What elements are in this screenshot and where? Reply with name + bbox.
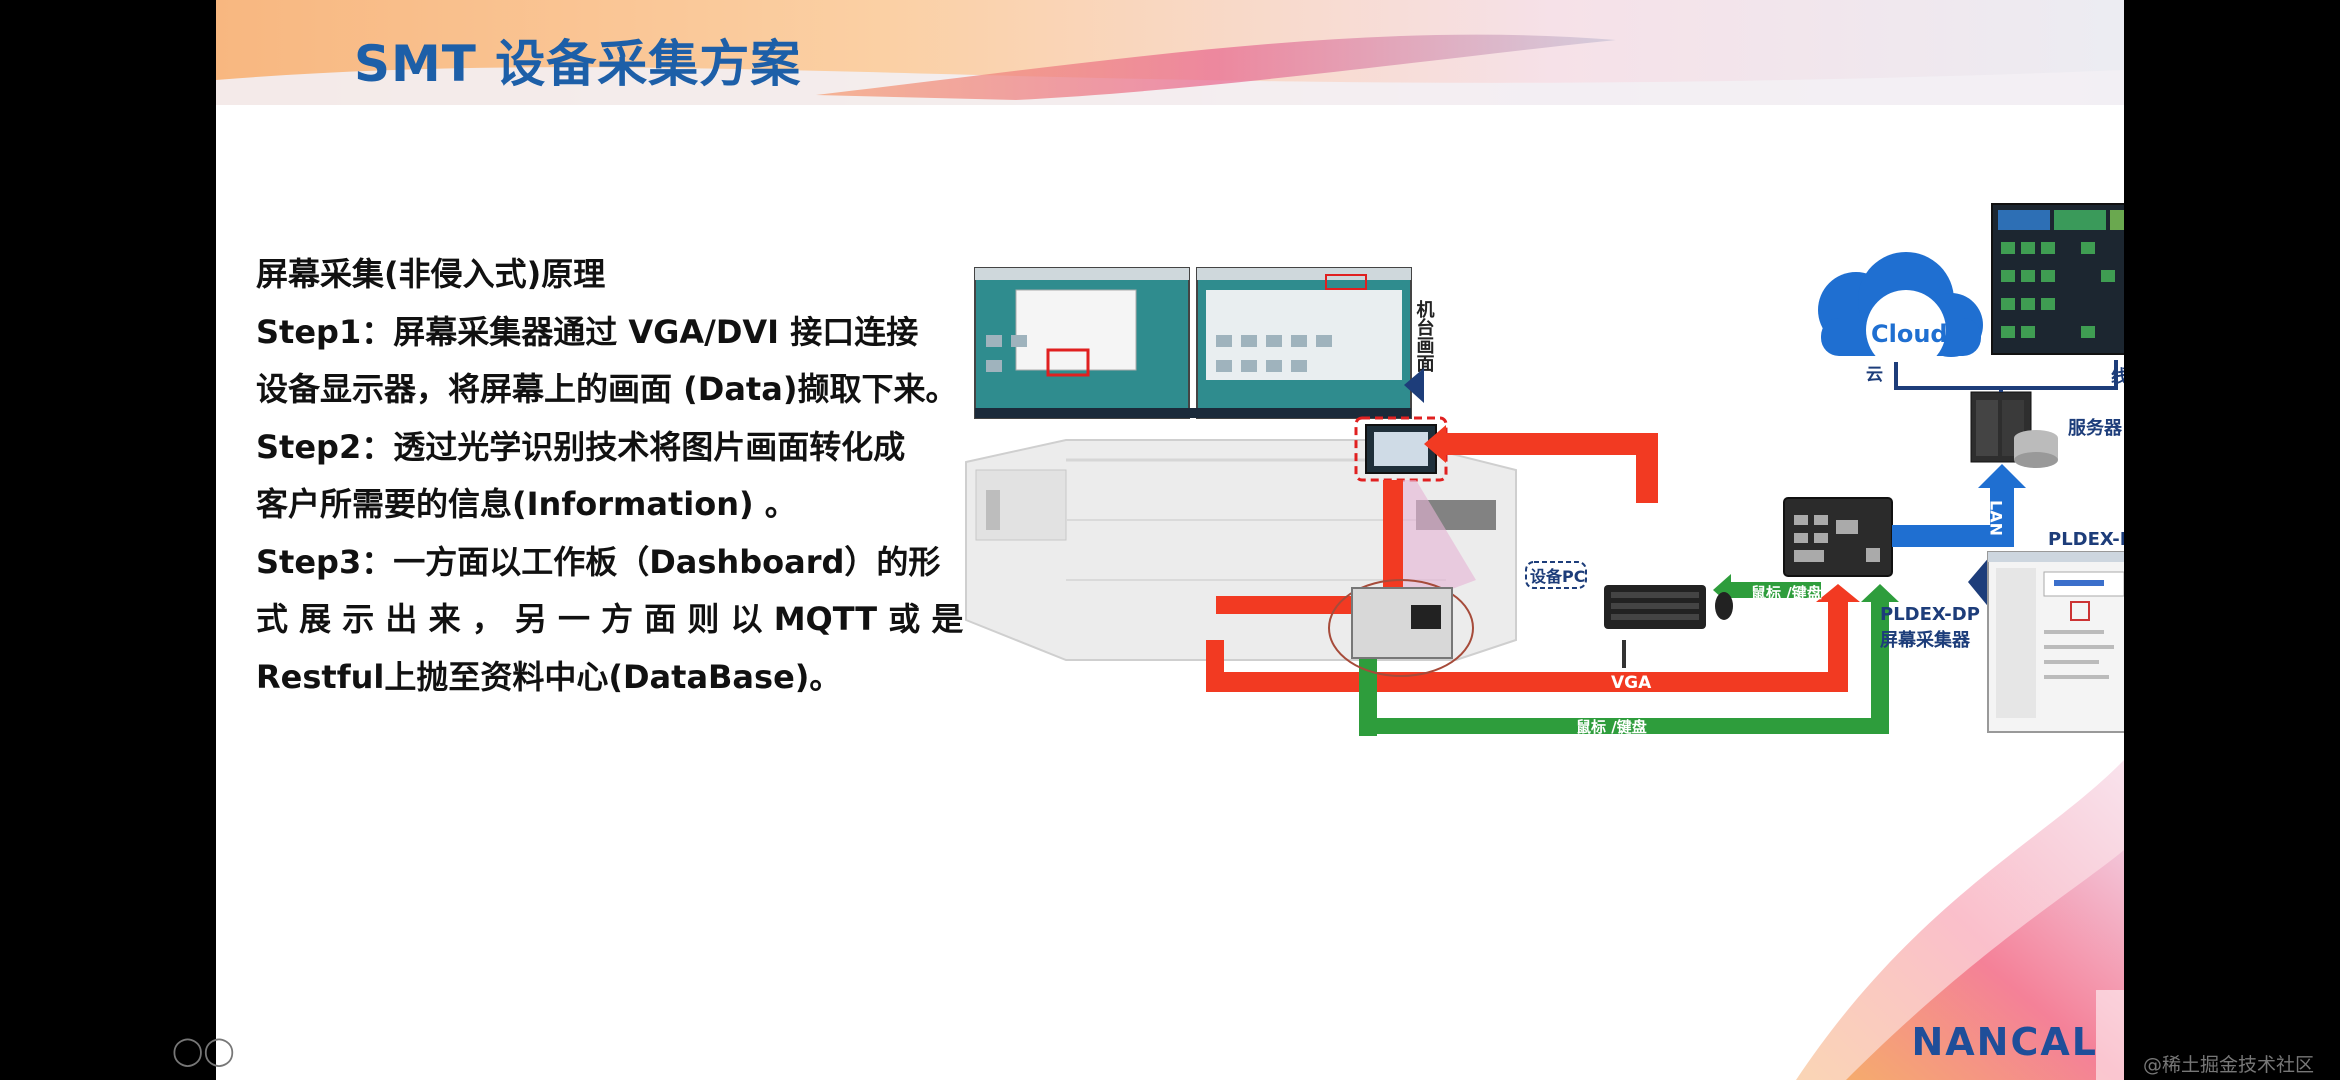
vga-bottom-label: VGA	[1611, 673, 1652, 693]
presentation-slide: SMT 设备采集方案 屏幕采集(非侵入式)原理 Step1：屏幕采集器通过 VG…	[216, 0, 2124, 1080]
watermark: @稀土掘金技术社区	[2142, 1054, 2314, 1076]
body-line: 设备显示器，将屏幕上的画面 (Data)撷取下来。	[256, 370, 958, 408]
lan-label: LAN	[1987, 500, 2006, 536]
cloud-label: Cloud	[1871, 320, 1948, 348]
header-ribbon	[216, 0, 2124, 105]
body-line: Step1：屏幕采集器通过 VGA/DVI 接口连接	[256, 312, 919, 351]
line-dashboard-image	[1991, 203, 2124, 355]
body-line: 式 展 示 出 来 ， 另 一 方 面 则 以 MQTT 或 是	[256, 600, 964, 638]
people-outline-icon[interactable]: ◯◯	[172, 1034, 235, 1067]
cloud-image	[1818, 252, 1983, 370]
dashboard-label: 线边管理看板	[2111, 366, 2124, 387]
lan-connection	[1892, 464, 2026, 547]
machine-screen-label: 机台画面	[1414, 300, 1435, 373]
software-label: PLDEX-DP软件画面	[2048, 528, 2124, 550]
body-line: Step3：一方面以工作板（Dashboard）的形	[256, 542, 941, 581]
body-line: 客户所需要的信息(Information) 。	[256, 485, 797, 523]
body-line: Step2：透过光学识别技术将图片画面转化成	[256, 427, 906, 466]
mouse-image	[1715, 592, 1733, 620]
server-label: 服务器	[2068, 417, 2123, 439]
body-heading: 屏幕采集(非侵入式)原理	[256, 255, 606, 293]
mouse-keyboard-bottom-label: 鼠标 /键盘	[1576, 718, 1647, 736]
mouse-keyboard-mid-label: 鼠标 /键盘	[1751, 584, 1822, 602]
collector-label-line2: 屏幕采集器	[1880, 629, 1971, 651]
slide-title: SMT 设备采集方案	[354, 35, 802, 93]
mouse-keyboard-connection	[1359, 574, 1899, 736]
body-line: Restful上抛至资料中心(DataBase)。	[256, 657, 842, 696]
device-pc-label: 设备PC	[1530, 567, 1585, 586]
architecture-diagram: 机台画面 VGA VGA	[965, 203, 2124, 1080]
server-image	[1970, 391, 2058, 468]
slide-body: 屏幕采集(非侵入式)原理 Step1：屏幕采集器通过 VGA/DVI 接口连接 …	[256, 246, 964, 706]
cloud-caption: 云	[1866, 365, 1883, 385]
machine-screen-capture	[974, 267, 1412, 419]
collector-label-line1: PLDEX-DP	[1880, 604, 1980, 625]
vga-top-label: VGA	[1740, 434, 1781, 454]
nancal-logo: NANCAL	[1911, 1020, 2098, 1064]
pldex-software-screenshot	[1987, 551, 2124, 733]
